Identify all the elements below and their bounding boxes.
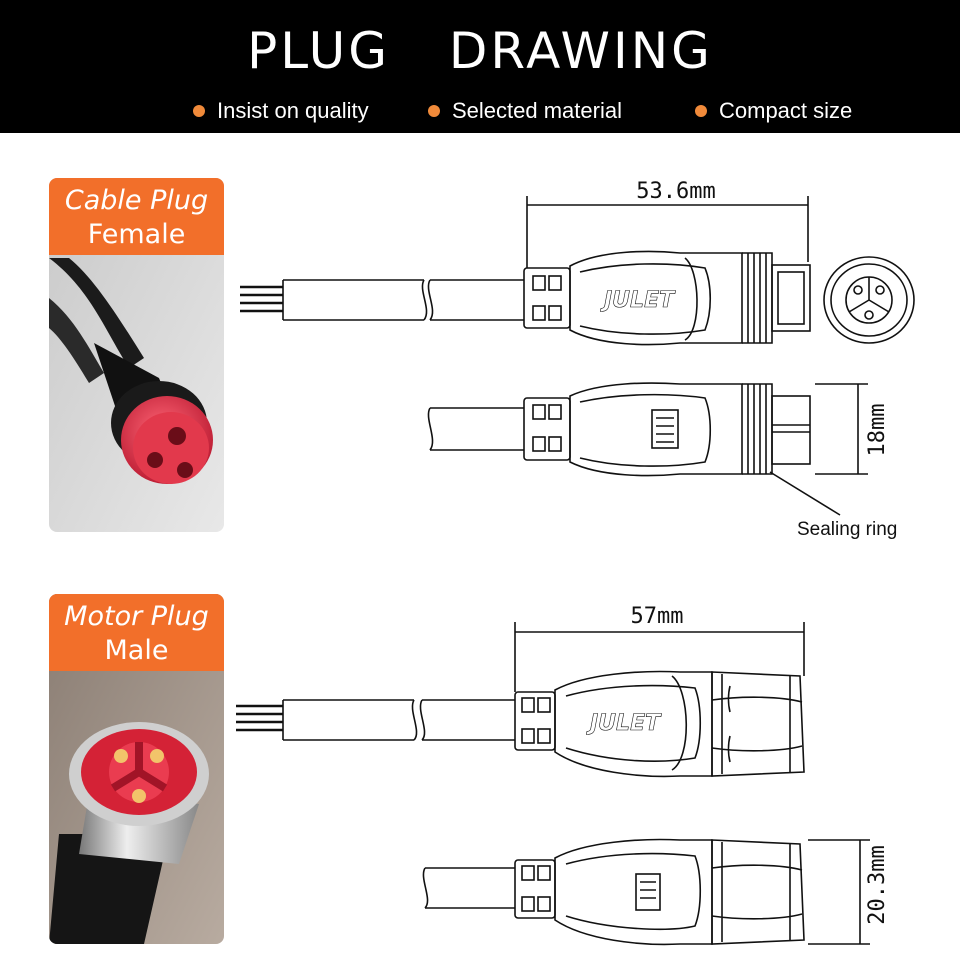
badge-line1: Motor Plug [64,601,209,632]
svg-text:JULET: JULET [600,288,676,313]
svg-text:JULET: JULET [586,711,662,736]
feature-quality: Insist on quality [193,98,369,124]
male-side-view [422,838,870,946]
header-banner: PLUG DRAWING Insist on quality Selected … [0,0,960,133]
male-length-label: 57mm [631,604,684,629]
feature-label: Selected material [452,98,622,123]
badge-line1: Cable Plug [64,185,209,216]
female-plug-badge: Cable Plug Female [49,178,224,255]
feature-size: Compact size [695,98,852,124]
bullet-icon [193,105,205,117]
feature-material: Selected material [428,98,622,124]
badge-line2: Female [87,219,186,250]
female-top-view: JULET [240,196,915,346]
sealing-ring-label: Sealing ring [797,519,897,540]
male-plug-photo-card: Motor Plug Male [49,594,224,944]
female-side-view [427,382,868,516]
page-title: PLUG DRAWING [247,22,713,80]
male-height-label: 20.3mm [865,845,890,924]
badge-line2: Male [104,635,169,666]
male-top-view: JULET [236,622,805,778]
male-plug-photo [49,594,224,944]
bullet-icon [695,105,707,117]
female-height-label: 18mm [865,404,890,457]
male-plug-badge: Motor Plug Male [49,594,224,671]
female-length-label: 53.6mm [636,179,715,204]
feature-label: Insist on quality [217,98,369,123]
feature-label: Compact size [719,98,853,123]
bullet-icon [428,105,440,117]
female-plug-photo-card: Cable Plug Female [49,178,224,532]
